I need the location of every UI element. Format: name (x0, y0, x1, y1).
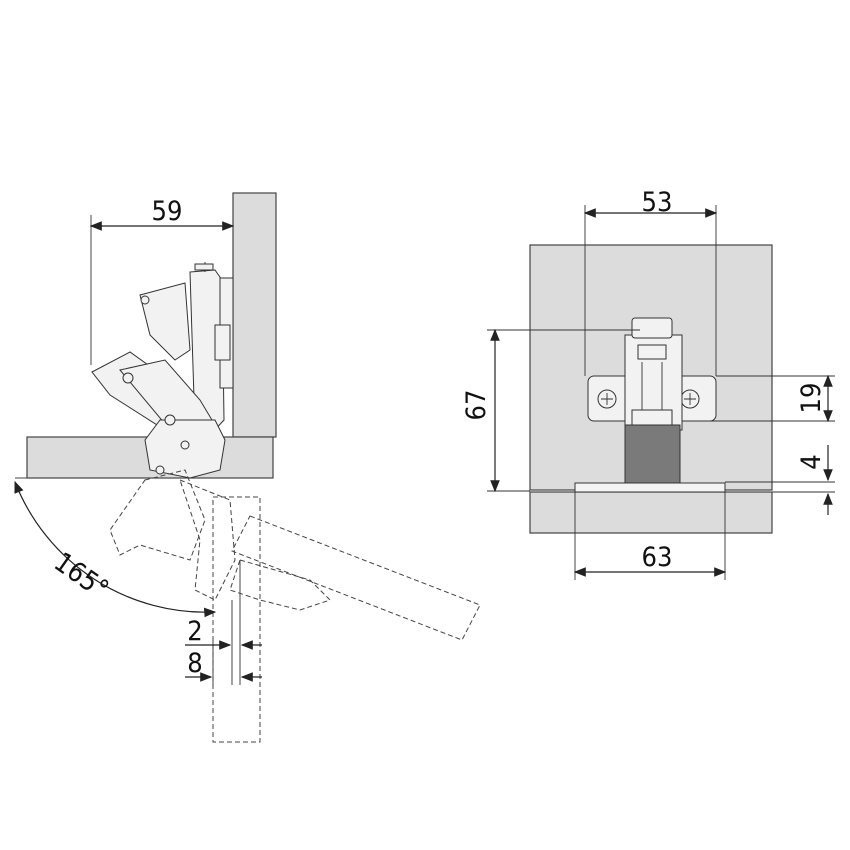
dim-plate-height-label: 19 (796, 383, 827, 414)
dim-angle-arc (14, 480, 217, 618)
dim-cup-width-label: 63 (642, 542, 673, 573)
door-panel-front (529, 491, 773, 534)
hinge-mechanism (91, 262, 331, 611)
front-view: 53 67 19 4 63 (461, 187, 835, 580)
dim-gap-large-label: 8 (187, 648, 202, 679)
hinge-cup (624, 424, 681, 484)
dim-plate-width-label: 53 (642, 187, 673, 218)
side-view: 59 165° 2 8 (14, 192, 481, 743)
dim-gap-small-label: 2 (187, 616, 202, 647)
dim-offset-label: 4 (796, 454, 827, 469)
cabinet-side-panel (232, 192, 277, 438)
dim-overlay-width-label: 59 (152, 196, 183, 227)
cup-flange (574, 482, 726, 493)
dim-height-label: 67 (461, 390, 492, 421)
door-open-90-outline (212, 496, 261, 743)
door-open-165-outline (231, 515, 481, 641)
hinge-front (587, 317, 717, 484)
dim-opening-angle-label: 165° (48, 547, 114, 606)
